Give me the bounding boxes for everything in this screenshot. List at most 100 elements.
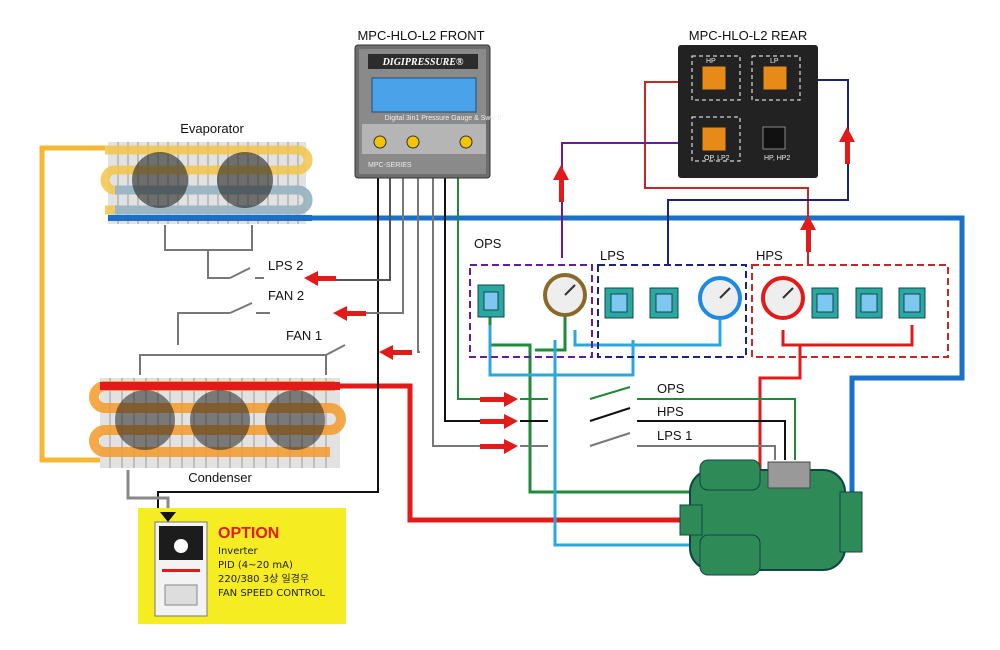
ops-group: [469, 264, 593, 358]
hps-pressure-switch-1: [811, 287, 839, 319]
arrow-fan2: [333, 306, 366, 321]
ops-switch: [520, 386, 631, 400]
fan2-label: FAN 2: [268, 288, 304, 303]
hps-capillary-2: [758, 345, 802, 485]
front-brand: DIGIPRESSURE®: [382, 57, 464, 68]
fan1-loop: [139, 354, 327, 375]
down-button[interactable]: [406, 135, 420, 149]
lp-connector: [762, 65, 788, 91]
fan2-switch: [229, 302, 270, 314]
lps1-out: [637, 445, 776, 460]
hp-connector: [701, 65, 727, 91]
red-arrows: [304, 127, 855, 454]
hps-group: [751, 264, 949, 358]
option-line-3: 220/380 3상 일경우: [218, 572, 309, 585]
oil-line-2: [535, 310, 567, 352]
lps2-loop: [207, 250, 230, 279]
hps-switch: [520, 407, 631, 422]
arrow-fan1: [379, 345, 412, 360]
ops-group-label: OPS: [474, 236, 502, 251]
fan2-loop: [177, 312, 230, 345]
rear-op-line: [561, 142, 700, 258]
oil-pressure-line: [488, 300, 690, 494]
wire-hps: [444, 178, 480, 422]
discharge-pipe: [335, 383, 690, 523]
lps2-switch: [229, 267, 264, 279]
condenser-fan-3: [265, 390, 325, 450]
front-panel-title: MPC-HLO-L2 FRONT: [357, 28, 484, 43]
lps1-switch-label: LPS 1: [657, 428, 692, 443]
hps-capillary: [781, 325, 914, 347]
front-series: MPC-SERIES: [368, 162, 412, 169]
lps2-label: LPS 2: [268, 258, 303, 273]
suction-pipe: [310, 215, 965, 495]
rear-label-hp2: HP, HP2: [764, 155, 790, 162]
lps-group-label: LPS: [600, 248, 625, 263]
option-box: OPTION Inverter PID (4~20 mA) 220/380 3상…: [138, 508, 346, 624]
hps-out: [637, 420, 786, 460]
hps-gauge: [761, 276, 805, 320]
arrow-op-up: [553, 165, 569, 202]
hp2-connector: [762, 126, 786, 150]
option-line-2: PID (4~20 mA): [218, 560, 293, 571]
front-subtitle: Digital 3in1 Pressure Gauge & Switch: [385, 115, 502, 122]
hps-pressure-switch-2: [855, 287, 883, 319]
wire-gray-1: [336, 178, 391, 281]
wire-black: [157, 178, 379, 522]
rear-panel-title: MPC-HLO-L2 REAR: [689, 28, 807, 43]
condenser-return-pipe: [39, 145, 105, 463]
evaporator-fan-1: [132, 152, 188, 208]
ops-switch-label: OPS: [657, 381, 685, 396]
evap-loop: [164, 225, 253, 251]
front-lcd: [371, 77, 477, 113]
service-valve: [839, 491, 863, 553]
lps1-switch: [520, 432, 631, 447]
rear-lp-line: [667, 79, 849, 265]
rear-label-op: OP, LP2: [704, 155, 730, 162]
arrow-lps1: [480, 439, 518, 454]
condenser: [89, 378, 346, 468]
capillary-line-2: [553, 340, 700, 547]
ops-out: [637, 398, 796, 460]
capillary-line-3: [573, 320, 722, 347]
rear-label-hp: HP: [706, 58, 716, 65]
wire-lps1: [432, 178, 480, 447]
hps-pressure-switch-3: [898, 287, 926, 319]
option-line-1: Inverter: [218, 546, 259, 557]
up-button[interactable]: [373, 135, 387, 149]
rear-hp-line: [644, 81, 809, 265]
down-arrow-icon: [160, 512, 176, 522]
ops-gauge: [543, 273, 587, 317]
wire-ops: [457, 178, 480, 400]
ops-pressure-switch: [477, 284, 505, 318]
arrow-hps: [480, 414, 518, 429]
front-panel: DIGIPRESSURE® Digital 3in1 Pressure Gaug…: [354, 44, 502, 179]
wire-gray-2: [350, 178, 404, 314]
evaporator: [100, 142, 313, 224]
terminal-box: [767, 461, 811, 489]
arrow-lps2: [304, 271, 336, 286]
condenser-label: Condenser: [188, 470, 252, 485]
lps-gauge: [698, 276, 742, 320]
hps-group-label: HPS: [756, 248, 783, 263]
rear-label-lp: LP: [770, 58, 779, 65]
lps-group: [597, 264, 747, 358]
enter-button[interactable]: [459, 135, 473, 149]
evaporator-label: Evaporator: [180, 121, 244, 136]
fan1-label: FAN 1: [286, 328, 322, 343]
op-connector: [701, 126, 727, 152]
condenser-fan-1: [115, 390, 175, 450]
compressor: [679, 459, 863, 576]
option-title: OPTION: [218, 525, 279, 542]
hps-switch-label: HPS: [657, 404, 684, 419]
condenser-fan-2: [190, 390, 250, 450]
option-line-4: FAN SPEED CONTROL: [218, 588, 325, 599]
arrow-lp-up: [839, 127, 855, 164]
evaporator-fan-2: [217, 152, 273, 208]
fan1-switch: [325, 344, 346, 356]
arrow-hp-up: [800, 215, 816, 252]
rear-panel: HP LP OP, LP2 HP, HP2: [678, 45, 818, 178]
arrow-ops: [480, 392, 518, 407]
lps-pressure-switch-2: [649, 287, 679, 319]
